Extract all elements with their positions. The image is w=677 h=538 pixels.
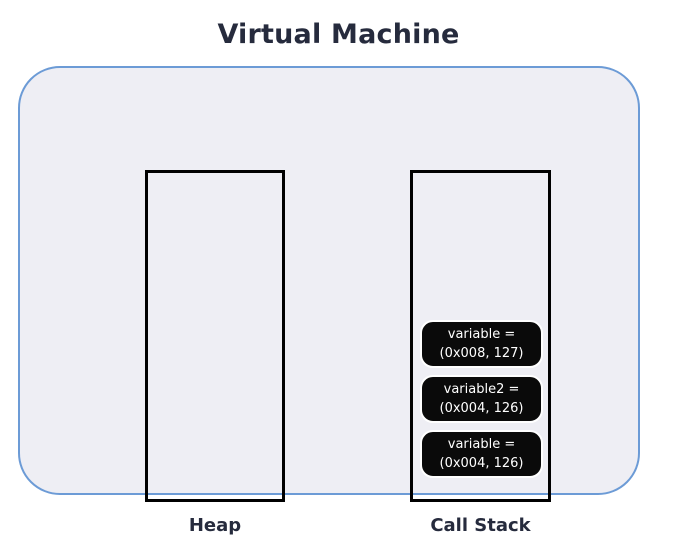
virtual-machine-container: variable = (0x008, 127) variable2 = (0x0… <box>18 66 640 536</box>
call-stack-label: Call Stack <box>430 515 531 536</box>
call-stack-region: variable = (0x008, 127) variable2 = (0x0… <box>410 170 551 502</box>
stack-frame[interactable]: variable = (0x008, 127) <box>420 320 543 368</box>
page-title: Virtual Machine <box>217 19 460 50</box>
stack-frame-variable: variable = <box>447 327 516 342</box>
virtual-machine-diagram: Virtual Machine variable = (0x008, 127) … <box>18 19 640 536</box>
heap-box <box>145 170 285 502</box>
stack-frame-value: (0x008, 127) <box>439 346 524 361</box>
stack-frame-variable: variable = <box>447 437 516 452</box>
stack-frame-variable: variable2 = <box>443 382 520 397</box>
stack-frame[interactable]: variable = (0x004, 126) <box>420 430 543 478</box>
stack-frame-value: (0x004, 126) <box>439 456 524 471</box>
stack-frame-value: (0x004, 126) <box>439 401 524 416</box>
call-stack-box <box>410 170 551 502</box>
stack-frame[interactable]: variable2 = (0x004, 126) <box>420 375 543 423</box>
stack-frame-list: variable = (0x008, 127) variable2 = (0x0… <box>420 320 543 478</box>
heap-region <box>145 170 285 502</box>
heap-label: Heap <box>188 515 242 536</box>
